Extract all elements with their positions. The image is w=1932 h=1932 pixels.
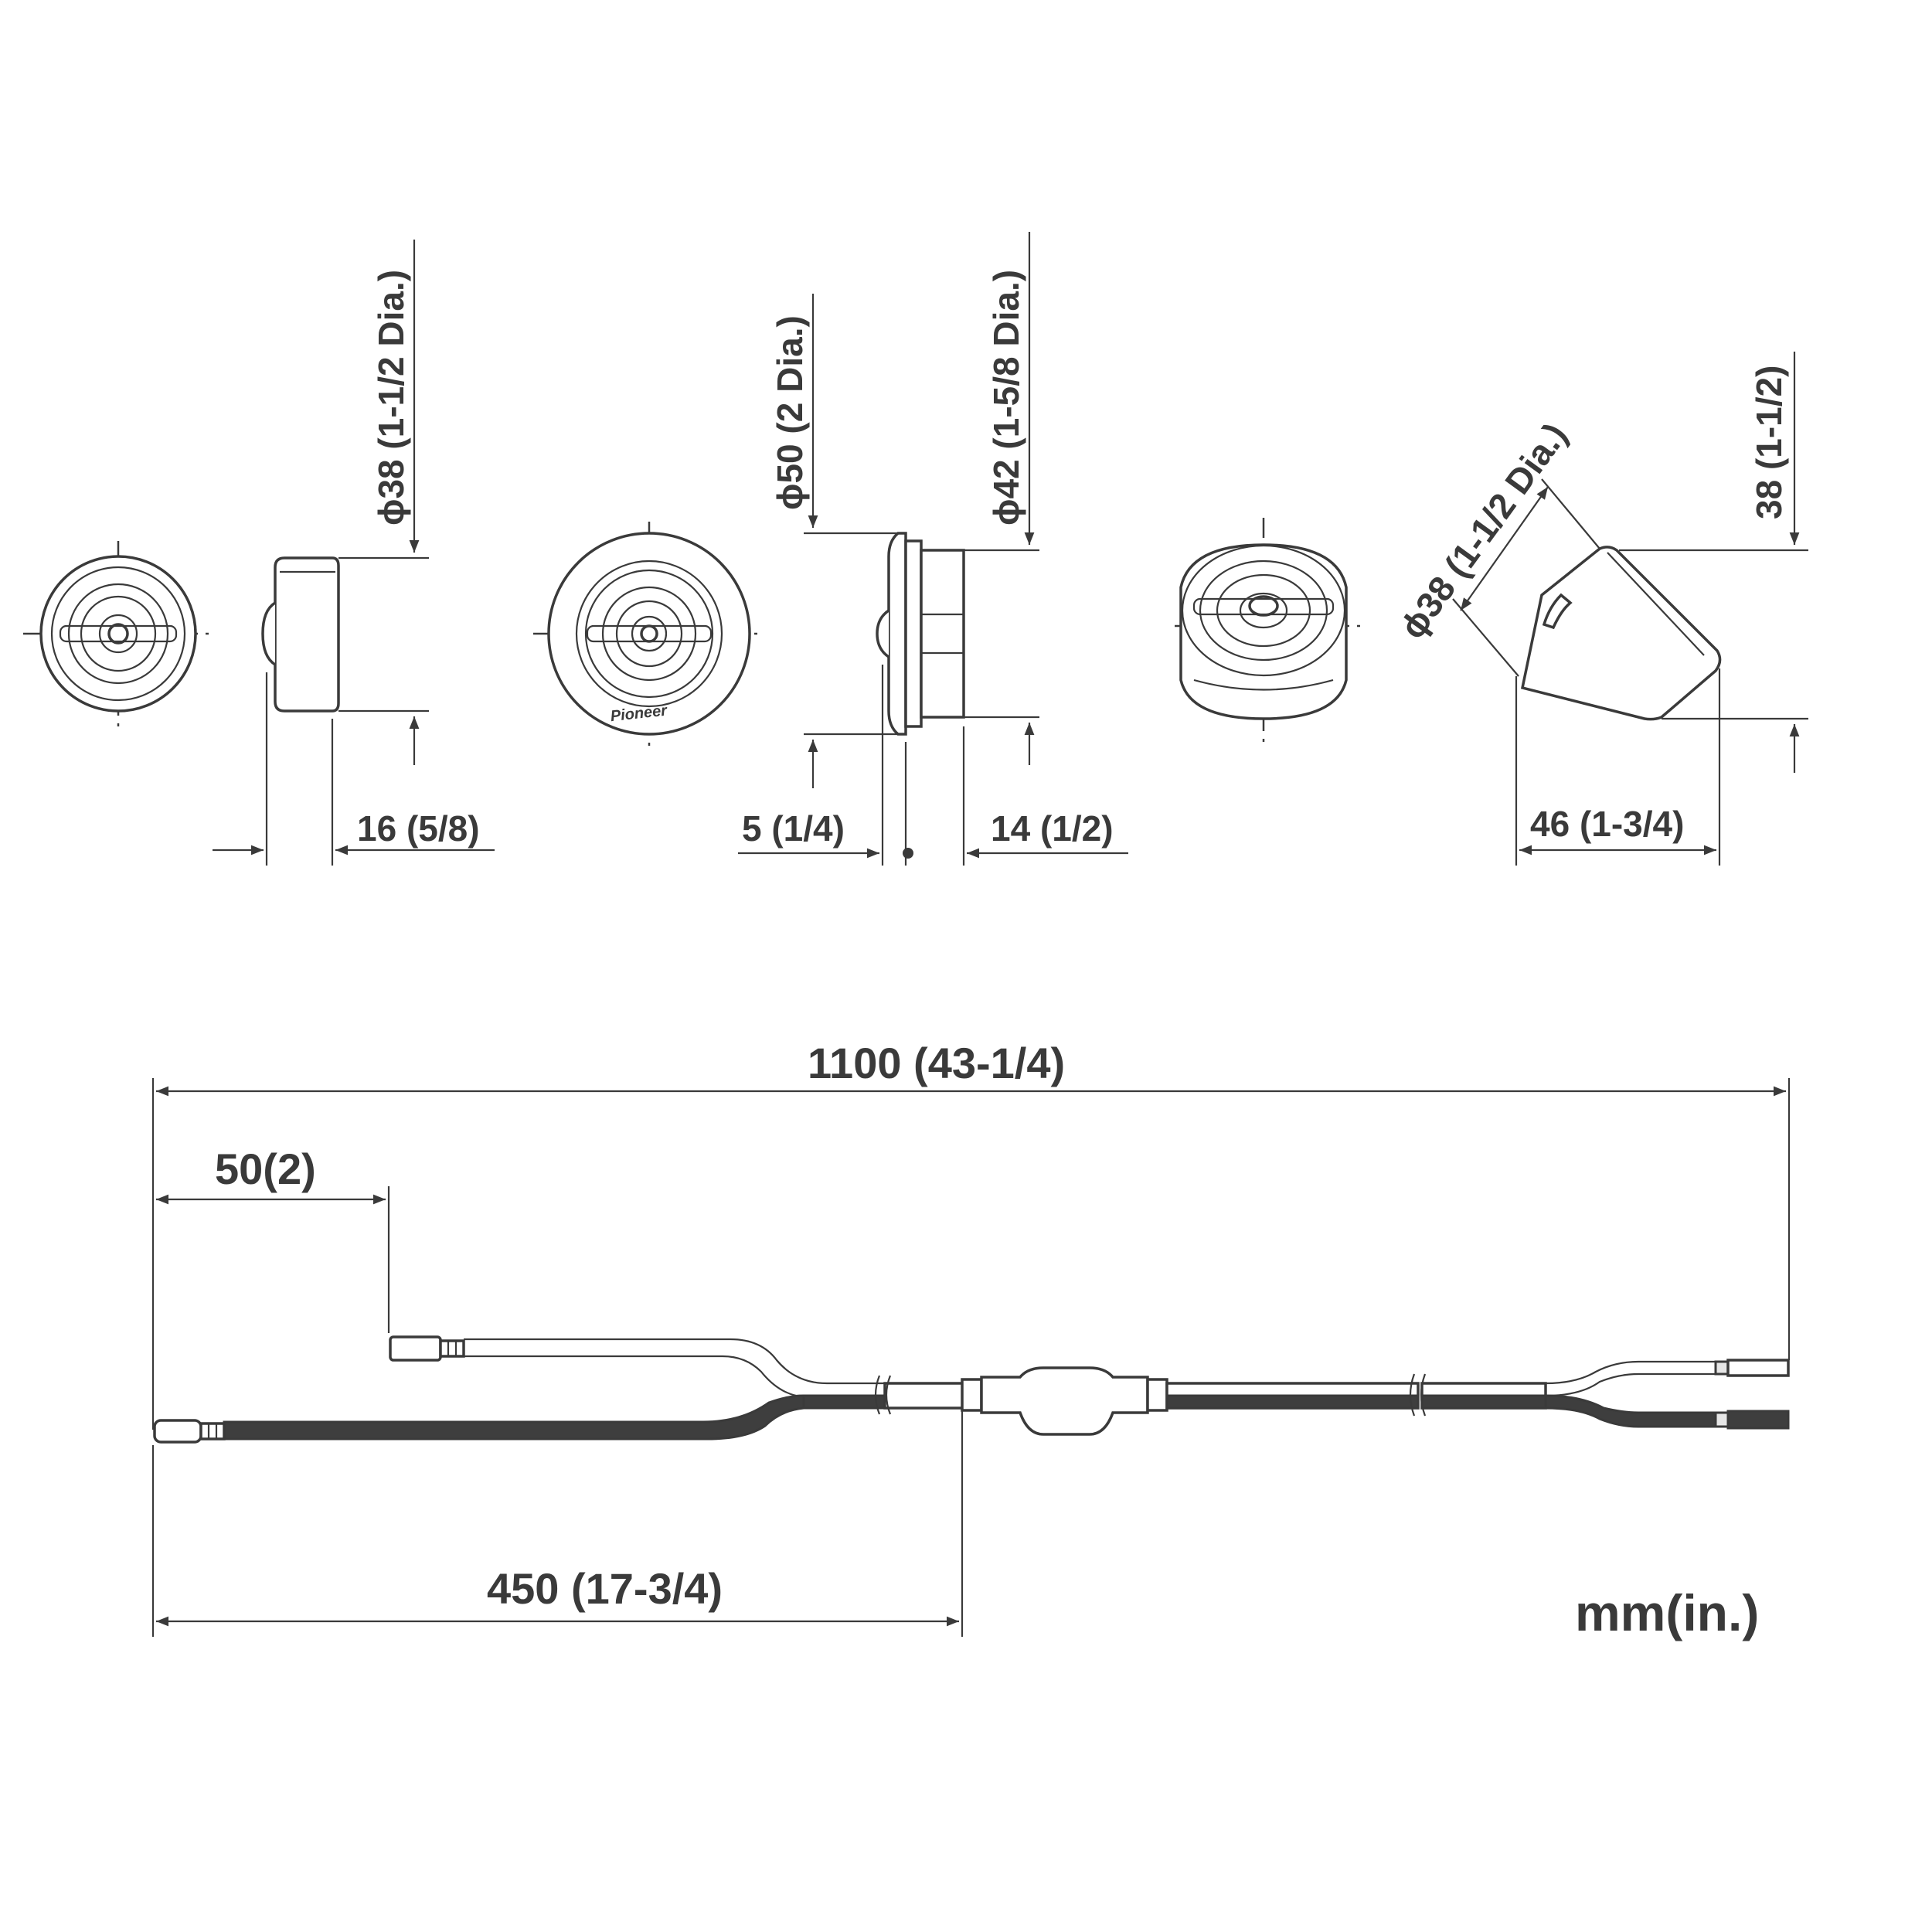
dim-cable-terminal-offset: 50(2) (215, 1145, 316, 1193)
dim-cable-total-length: 1100 (43-1/4) (808, 1039, 1065, 1087)
dim-cable-branch-length: 450 (17-3/4) (487, 1564, 723, 1613)
dim-flush-flange: 5 (1/4) (742, 808, 845, 849)
tweeter-front-view (23, 541, 213, 730)
dim-tweeter-front-dia: ϕ38 (1-1/2 Dia.) (371, 270, 411, 526)
dim-angled-depth: 46 (1-3/4) (1530, 804, 1684, 844)
dim-flush-cutout-dia: ϕ42 (1-5/8 Dia.) (986, 270, 1026, 526)
angled-mount-front-view (1175, 518, 1360, 742)
flush-mount-front-view: Pioneer (533, 522, 765, 750)
dim-flush-depth: 14 (1/2) (991, 808, 1114, 849)
angled-mount-side-view (1452, 352, 1808, 866)
dim-tweeter-side-depth: 16 (5/8) (357, 808, 480, 849)
units-label: mm(in.) (1575, 1584, 1759, 1641)
dim-flush-outer-dia: ϕ50 (2 Dia.) (770, 315, 810, 510)
flush-mount-side-view (738, 232, 1128, 866)
cable-assembly (151, 1078, 1791, 1637)
tweeter-side-view (213, 240, 495, 866)
dim-angled-height: 38 (1-1/2) (1749, 366, 1789, 519)
